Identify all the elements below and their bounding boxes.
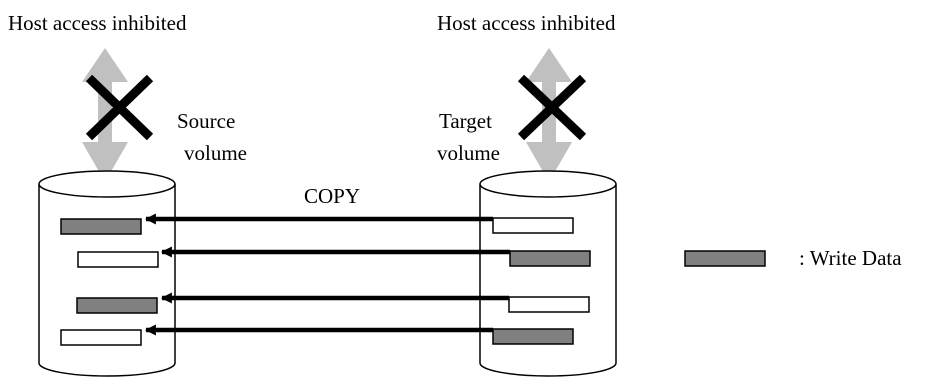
source-blocked-access-arrow	[82, 48, 154, 182]
target-blocked-access-arrow	[517, 48, 587, 182]
source-block-3	[76, 297, 158, 314]
legend-write-data-swatch	[684, 250, 766, 267]
target-volume-cylinder	[479, 170, 617, 377]
target-block-2	[509, 250, 591, 267]
source-block-2	[77, 251, 159, 268]
legend: : Write Data	[684, 246, 902, 270]
target-block-1	[492, 217, 574, 234]
source-host-access-label: Host access inhibited	[8, 11, 187, 35]
legend-write-data-label: : Write Data	[799, 246, 902, 270]
target-volume-label-line1: Target	[439, 109, 492, 133]
source-block-1	[60, 218, 142, 235]
target-volume-label-line2: volume	[437, 141, 500, 165]
target-host-access-label: Host access inhibited	[437, 11, 616, 35]
source-block-4	[60, 329, 142, 346]
target-block-3	[508, 296, 590, 313]
target-block-4	[492, 328, 574, 345]
source-volume-label-line2: volume	[184, 141, 247, 165]
source-volume-label-line1: Source	[177, 109, 235, 133]
copy-label: COPY	[304, 184, 360, 208]
